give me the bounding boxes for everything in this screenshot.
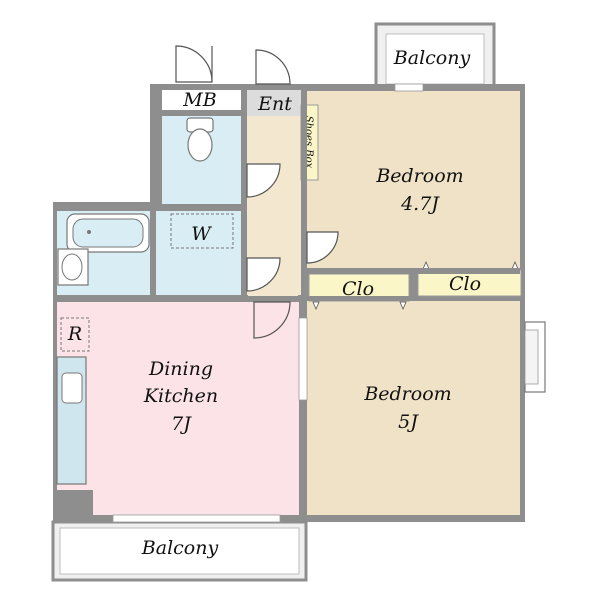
bedroom-bottom-floor [307, 301, 520, 515]
closet-right-label: Clo [449, 273, 481, 295]
shoes-box-label: Shoes Box [303, 116, 314, 169]
dining-kitchen-line1: Dining [148, 358, 213, 380]
bedroom-bottom-size: 5J [398, 411, 419, 433]
kitchen-counter [56, 356, 87, 485]
balcony-bottom: Balcony [51, 520, 308, 582]
wash-basin [57, 248, 89, 286]
dining-kitchen-size: 7J [171, 413, 192, 435]
closet-right: Clo [417, 260, 522, 297]
mb-floor [162, 90, 241, 110]
washer-label: W [191, 223, 212, 245]
fridge-space: R [60, 317, 90, 352]
bedroom-top-floor [307, 91, 520, 269]
door-swings [175, 45, 339, 339]
balcony-bottom-label: Balcony [141, 537, 219, 559]
dining-kitchen-line2: Kitchen [143, 385, 218, 407]
bedroom-top-size: 4.7J [400, 193, 440, 215]
washer-space: W [170, 213, 234, 249]
openings [112, 83, 546, 523]
balcony-top: Balcony [374, 22, 496, 90]
mb-label: MB [182, 89, 216, 111]
bedroom-top-name: Bedroom [375, 165, 463, 187]
bathtub [66, 213, 150, 253]
toilet-fixture [186, 117, 214, 162]
ent-label: Ent [257, 93, 292, 115]
bedroom-bottom-name: Bedroom [363, 383, 451, 405]
labels: MB Ent Bedroom 4.7J Bedroom 5J Dining Ki… [143, 89, 464, 435]
interior-walls [57, 84, 520, 515]
entrance-floor [247, 90, 301, 116]
closet-left-label: Clo [342, 278, 374, 300]
balcony-top-label: Balcony [393, 47, 471, 69]
washroom-floor [156, 211, 241, 295]
fridge-label: R [67, 323, 82, 345]
